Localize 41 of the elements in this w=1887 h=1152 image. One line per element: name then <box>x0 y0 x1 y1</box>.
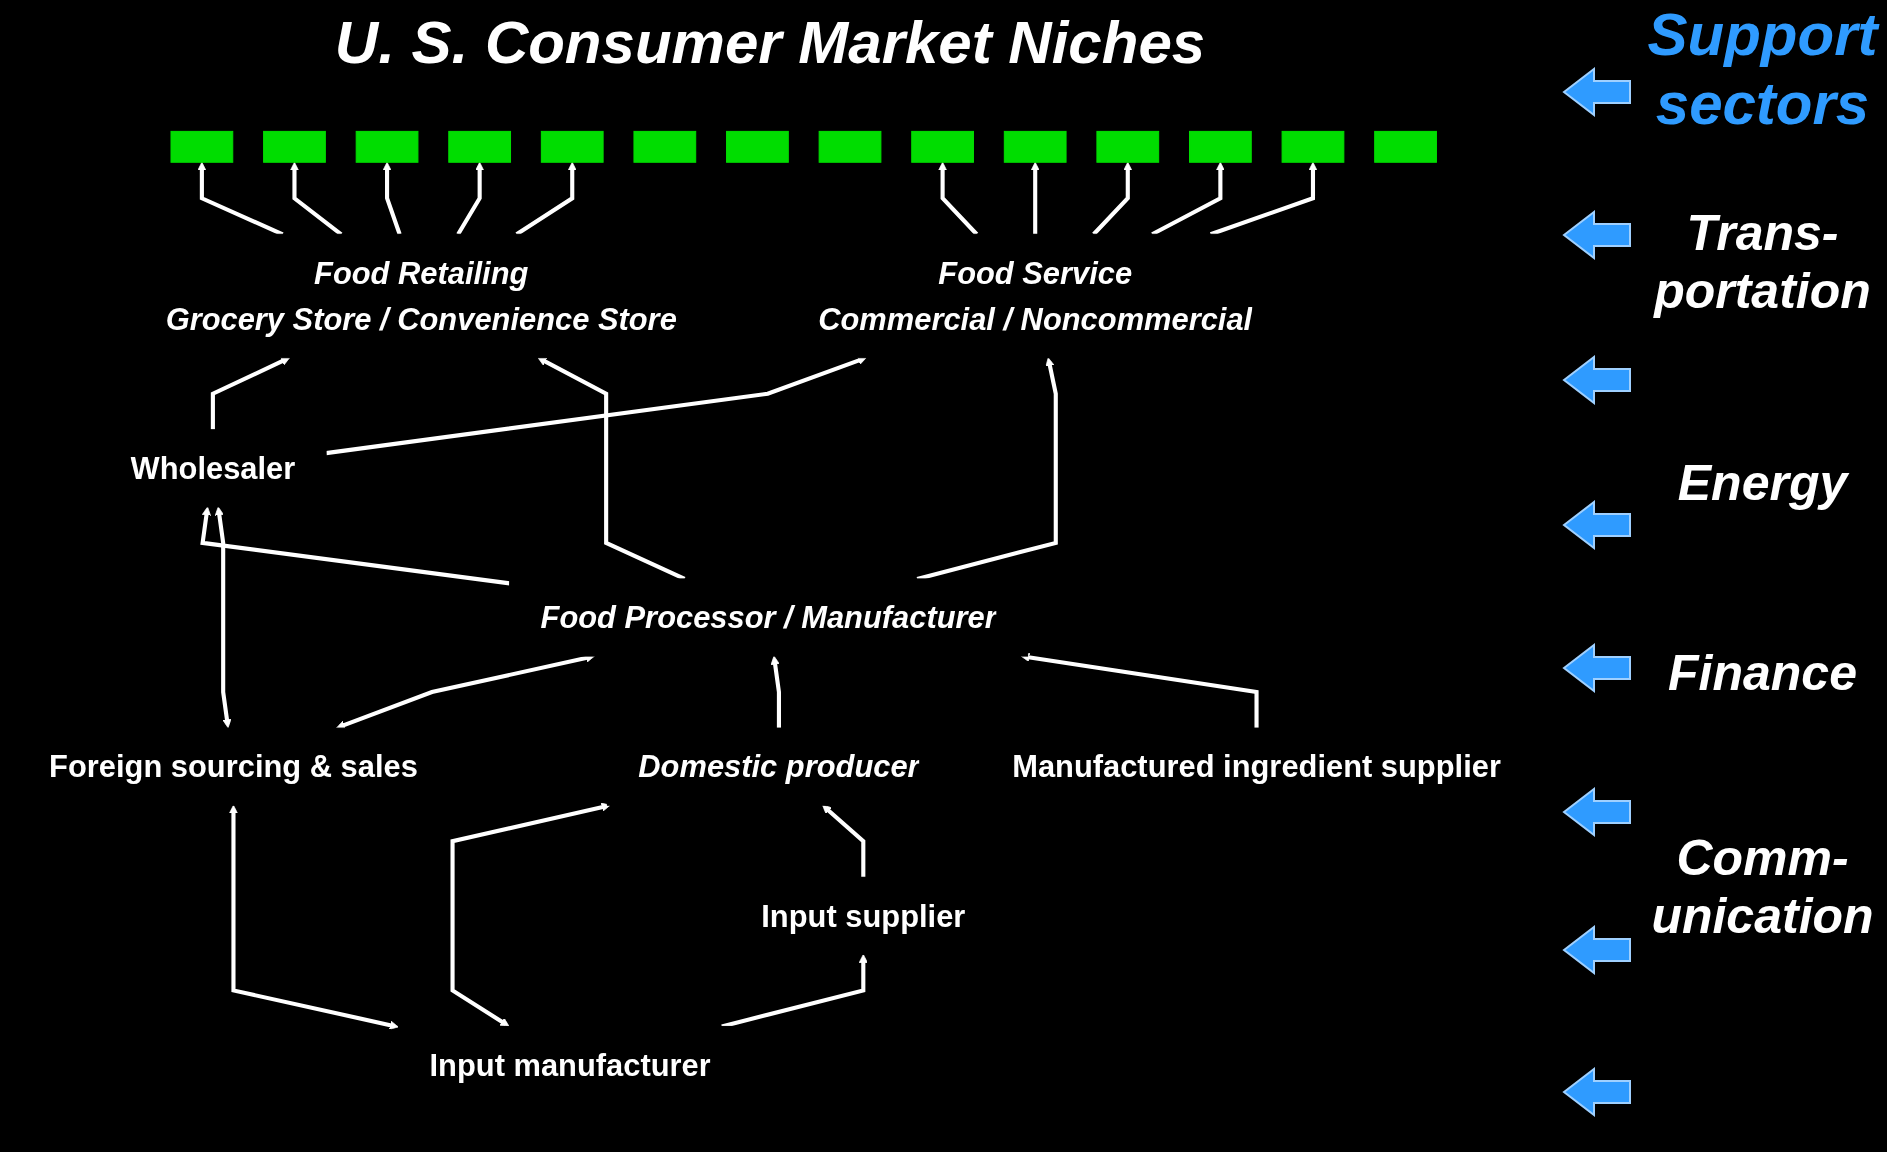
node-box <box>726 130 789 163</box>
sector-label: Finance <box>1667 645 1858 703</box>
node-box <box>170 130 234 163</box>
node-text: Food Retailing Grocery Store / Convenience Store <box>165 255 677 337</box>
node-text: Input manufacturer <box>429 1048 711 1082</box>
node-box <box>540 130 604 163</box>
node-text: Food Service Commercial / Noncommercial <box>818 255 1253 337</box>
node-box <box>911 130 974 163</box>
node-box <box>1096 130 1160 163</box>
arrow <box>450 802 611 1027</box>
arrow <box>382 161 402 235</box>
sector-label: Trans- portation <box>1652 205 1872 320</box>
arrow <box>289 161 343 236</box>
sector-label: Comm- unication <box>1650 830 1875 945</box>
arrow <box>515 161 577 236</box>
node-text: Foreign sourcing & sales <box>49 749 418 784</box>
arrow <box>822 804 866 878</box>
node-box <box>818 130 882 163</box>
node-text: Manufactured ingredient supplier <box>1012 749 1501 784</box>
node-box <box>1003 130 1067 163</box>
node-text: Input supplier <box>761 898 966 933</box>
node-text: Wholesaler <box>130 451 296 486</box>
arrow <box>210 357 291 430</box>
sector-label: Energy <box>1676 455 1850 513</box>
arrow <box>1092 161 1133 236</box>
diagram-title: U. S. Consumer Market Niches <box>333 8 1207 77</box>
arrow <box>456 161 485 236</box>
node-box <box>1281 130 1345 163</box>
arrow <box>200 506 510 586</box>
arrow <box>228 804 399 1030</box>
node-box <box>633 130 697 163</box>
node-box <box>448 130 512 163</box>
node-box <box>355 130 419 163</box>
arrow <box>214 506 232 729</box>
arrow <box>770 655 781 729</box>
node-box <box>263 130 326 163</box>
node-box <box>1189 130 1252 163</box>
node-box <box>1374 130 1437 163</box>
panel-heading: Support sectors <box>1646 0 1881 138</box>
arrow <box>1030 161 1040 235</box>
arrow <box>938 161 979 236</box>
